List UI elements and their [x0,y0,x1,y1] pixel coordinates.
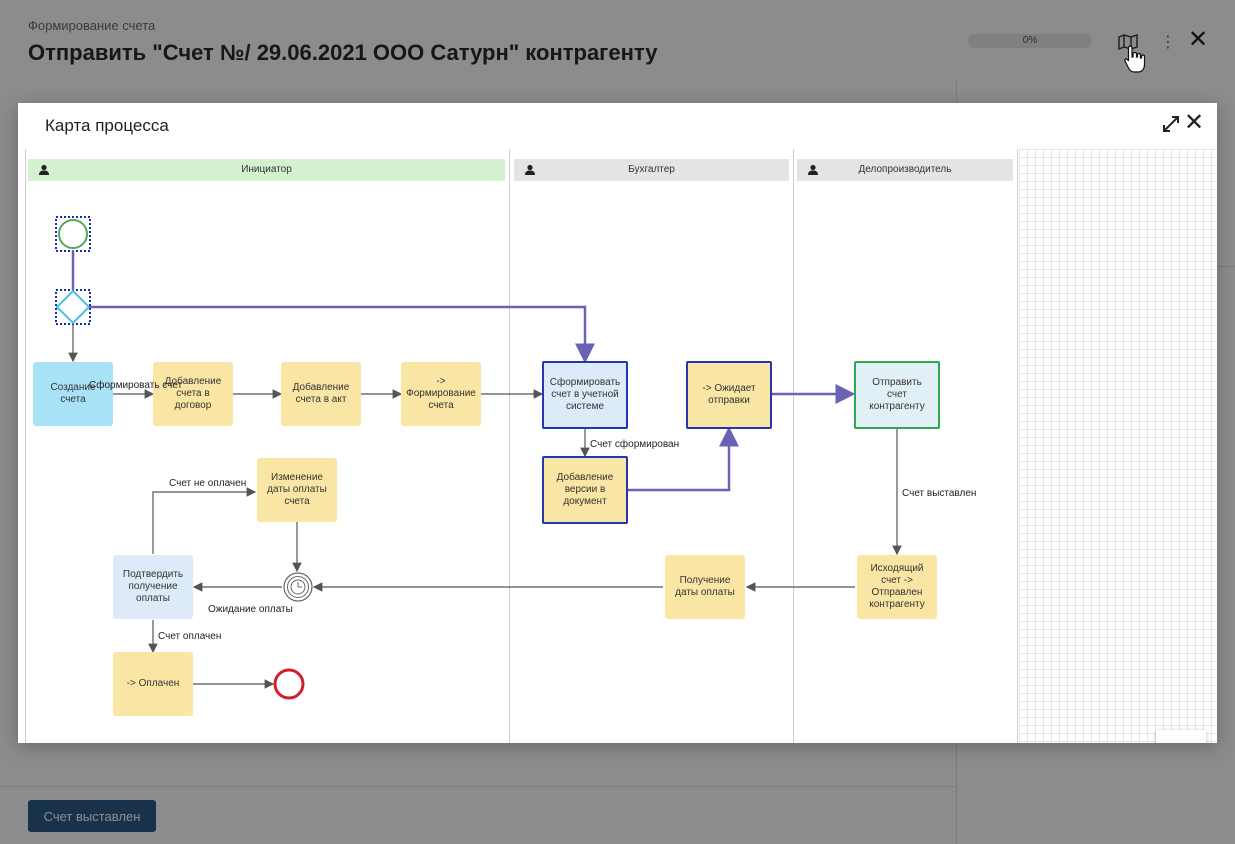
connector [152,487,257,554]
breadcrumb: Формирование счета [28,18,156,33]
canvas-grid [1019,149,1217,743]
modal-close-icon[interactable]: ✕ [1184,109,1205,136]
progress-bar: 0% [968,34,1092,48]
invoice-issued-button[interactable]: Счет выставлен [28,800,156,832]
task-add-to-contract[interactable]: Добавление счета в договор [153,362,233,426]
lane-header-clerk: Делопроизводитель [797,159,1013,181]
lane-name: Делопроизводитель [858,164,952,175]
user-icon [39,164,49,175]
task-paid[interactable]: -> Оплачен [113,652,193,716]
flow-label-invoice-issued: Счет выставлен [902,488,977,499]
task-form-in-system[interactable]: Сформировать счет в учетной системе [542,361,628,429]
flow-label-not-paid: Счет не оплачен [169,478,247,489]
task-await-sending[interactable]: -> Ожидает отправки [686,361,772,429]
flow-label-form-invoice: Сформировать счет [89,380,183,391]
task-send-to-counterparty[interactable]: Отправить счет контрагенту [854,361,940,429]
task-to-forming[interactable]: -> Формирование счета [401,362,481,426]
page-title: Отправить "Счет №/ 29.06.2021 ООО Сатурн… [28,40,658,65]
expand-icon[interactable] [1160,113,1182,135]
lane-name: Бухгалтер [628,164,675,175]
hand-cursor-icon [1124,45,1146,73]
grid-toggle-button[interactable] [1156,730,1206,743]
task-add-version[interactable]: Добавление версии в документ [542,456,628,524]
lane-header-initiator: Инициатор [28,159,505,181]
task-confirm-payment[interactable]: Подтвердить получение оплаты [113,555,193,619]
lane-divider [509,149,510,743]
lane-divider [793,149,794,743]
process-map-modal: Карта процесса ✕ Инициатор Бухгалтер Дел… [18,103,1217,743]
footer-divider [0,786,956,787]
modal-title: Карта процесса [45,116,169,135]
connector [627,426,739,492]
user-icon [525,164,535,175]
lane-divider [1017,149,1018,743]
connector [89,305,595,364]
lane-name: Инициатор [241,164,292,175]
gateway[interactable] [55,289,91,325]
lane-header-accountant: Бухгалтер [514,159,789,181]
task-create-invoice[interactable]: Создание счета [33,362,113,426]
start-event[interactable] [58,219,88,249]
user-icon [808,164,818,175]
flow-label-invoice-formed: Счет сформирован [590,439,680,450]
close-icon[interactable]: ✕ [1188,26,1209,53]
task-outgoing-sent[interactable]: Исходящий счет -> Отправлен контрагенту [857,555,937,619]
end-event[interactable] [273,668,305,700]
task-add-to-act[interactable]: Добавление счета в акт [281,362,361,426]
task-change-pay-date[interactable]: Изменение даты оплаты счета [257,458,337,522]
flow-label-paid: Счет оплачен [158,631,222,642]
progress-label: 0% [1022,35,1038,46]
lane-divider [25,149,26,743]
more-options-icon[interactable]: ⋮ [1160,34,1176,51]
task-get-pay-date[interactable]: Получение даты оплаты [665,555,745,619]
process-canvas[interactable]: Инициатор Бухгалтер Делопроизводитель [18,149,1217,743]
clock-icon [290,579,306,595]
flow-connectors [55,216,902,700]
flow-label-waiting-payment: Ожидание оплаты [208,604,293,615]
